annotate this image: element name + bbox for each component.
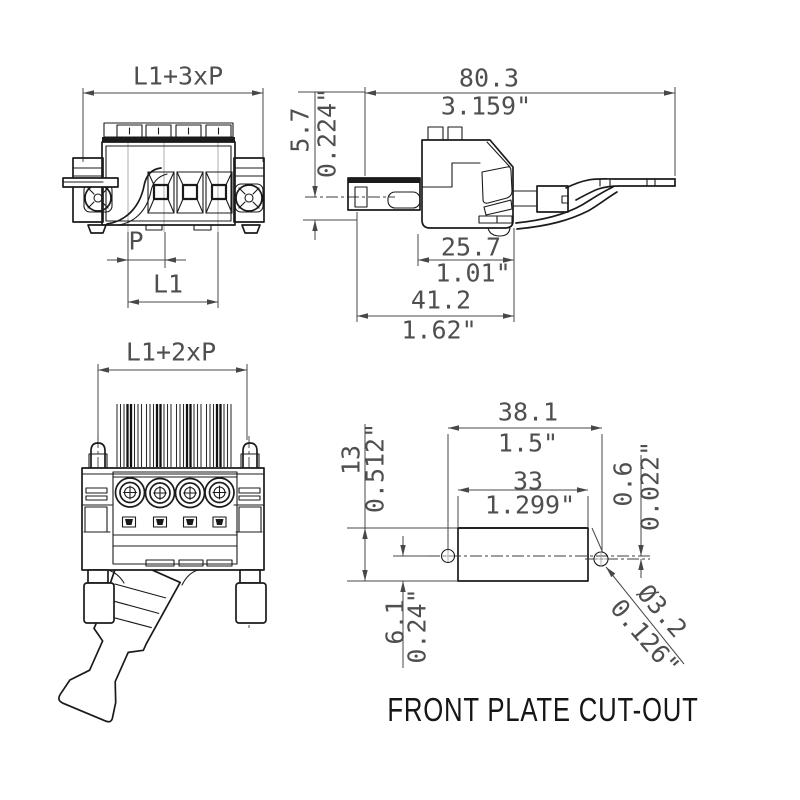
dim-cutout-width-mm-label: 33 xyxy=(512,466,544,496)
plug-front-view xyxy=(62,88,265,308)
dim-socket-overall-label: L1+2xP xyxy=(125,337,217,367)
dim-body-in-label: 1.01" xyxy=(435,258,511,288)
dim-length-in-label: 1.62" xyxy=(401,315,477,345)
socket-front-view xyxy=(58,364,267,723)
dim-total-in-label: 3.159" xyxy=(440,91,532,121)
front-plate-cutout-view xyxy=(347,424,685,668)
dim-center-height-in-label: 0.24" xyxy=(402,588,432,664)
dim-offset-in-label: 0.022" xyxy=(635,440,665,532)
dim-body-mm-label: 25.7 xyxy=(440,232,502,262)
dim-height-in-label: 0.224" xyxy=(312,87,342,179)
plug-side-view xyxy=(298,87,676,322)
dim-cutout-height-in-label: 0.512" xyxy=(360,422,390,514)
dim-cutout-width-in-label: 1.299" xyxy=(484,490,576,520)
dim-l1-label: L1 xyxy=(152,269,184,299)
cutout-caption: FRONT PLATE CUT-OUT xyxy=(387,691,699,728)
dim-plug-overall-label: L1+3xP xyxy=(132,61,224,91)
dim-total-mm-label: 80.3 xyxy=(458,63,520,93)
dim-hole-spacing-mm-label: 38.1 xyxy=(497,397,559,427)
dim-hole-spacing-in-label: 1.5" xyxy=(497,428,559,458)
dim-offset-mm-label: 0.6 xyxy=(608,461,638,507)
dim-pitch-label: P xyxy=(128,226,144,256)
dim-length-mm-label: 41.2 xyxy=(410,285,472,315)
dim-height-mm-label: 5.7 xyxy=(285,107,315,153)
